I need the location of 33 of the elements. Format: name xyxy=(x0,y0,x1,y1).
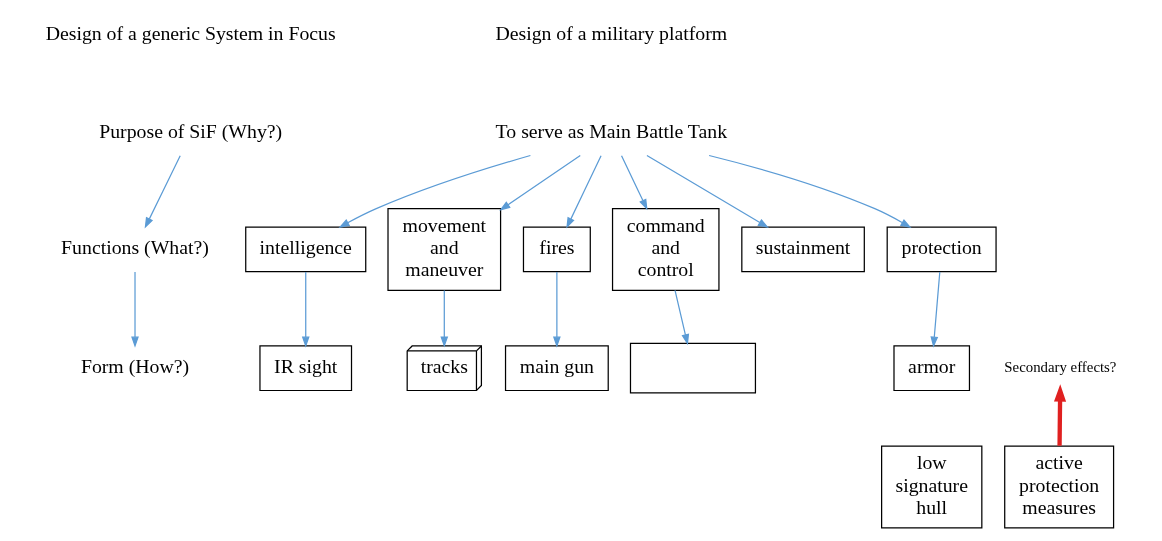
node-text: Form (How?) xyxy=(80,354,190,377)
arrow xyxy=(144,155,181,229)
label: Design of a military platform xyxy=(495,22,728,45)
node-box: sustainment xyxy=(741,226,865,273)
node-box: intelligence xyxy=(245,226,367,273)
arrow xyxy=(338,154,531,228)
node-box: main gun xyxy=(504,345,609,392)
arrow xyxy=(674,289,690,346)
node-box: low signature hull xyxy=(881,445,983,529)
node-box: active protection measures xyxy=(1004,445,1115,529)
node-text: Secondary effects? xyxy=(1004,359,1117,376)
node-box: command and control xyxy=(611,208,720,291)
arrow xyxy=(566,155,602,229)
arrow xyxy=(620,155,648,211)
arrow xyxy=(646,154,769,228)
arrow xyxy=(301,271,310,348)
arrow xyxy=(552,271,561,348)
node-box xyxy=(629,342,757,394)
node-text: Purpose of SiF (Why?) xyxy=(99,119,283,142)
node-box: fires xyxy=(522,226,591,273)
node-text: Functions (What?) xyxy=(61,236,209,259)
node-box: armor xyxy=(893,345,971,392)
arrow xyxy=(708,154,912,229)
node-text: To serve as Main Battle Tank xyxy=(495,119,728,142)
arrow xyxy=(440,289,449,348)
node-box: movement and maneuver xyxy=(387,208,502,291)
node-box: protection xyxy=(886,226,997,273)
arrow xyxy=(930,271,941,348)
arrow xyxy=(131,271,139,348)
label: Design of a generic System in Focus xyxy=(45,22,336,45)
arrow xyxy=(1053,384,1067,446)
node-box: IR sight xyxy=(259,345,353,392)
arrow xyxy=(499,154,581,211)
